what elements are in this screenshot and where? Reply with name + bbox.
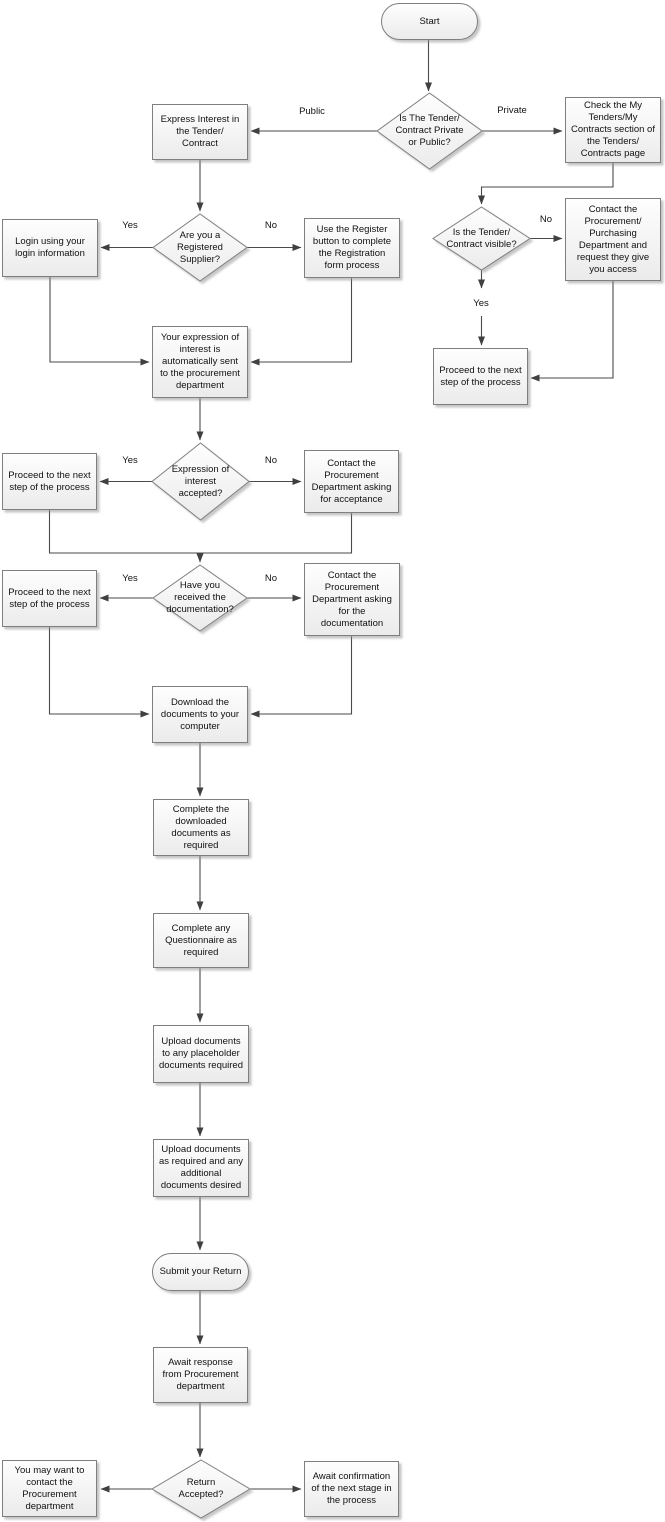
decision-shapes [151, 92, 531, 1519]
process-contact-for-acceptance: Contact the Procurement Department askin… [304, 450, 399, 513]
connector-contact-docs-to-download [250, 636, 353, 718]
process-contact-for-documentation: Contact the Procurement Department askin… [304, 563, 400, 636]
process-proceed-next-step-1: Proceed to the next step of the process [2, 453, 97, 510]
edge-label-registered-yes: Yes [122, 220, 138, 231]
process-login: Login using your login information [2, 219, 98, 277]
connector-check-to-visible-decision [478, 163, 614, 205]
process-proceed-next-step-right: Proceed to the next step of the process [433, 348, 528, 405]
decision-received-documentation-shape [152, 564, 248, 632]
edge-label-visible-no: No [539, 214, 553, 225]
process-check-my-tenders: Check the My Tenders/My Contracts sectio… [565, 97, 661, 163]
connector-proceed2-to-download [48, 627, 150, 718]
edge-label-visible-yes: Yes [473, 298, 489, 309]
connector-contact-purchasing-to-proceed [530, 281, 614, 382]
process-use-register-button: Use the Register button to complete the … [304, 218, 400, 278]
edge-label-public: Public [299, 106, 325, 117]
start-terminator: Start [381, 3, 478, 40]
decision-expression-accepted-shape [151, 442, 250, 521]
process-complete-downloaded: Complete the downloaded documents as req… [153, 799, 249, 856]
process-upload-additional: Upload documents as required and any add… [153, 1139, 249, 1197]
process-await-response: Await response from Procurement departme… [153, 1347, 248, 1403]
edge-label-accepted-yes: Yes [122, 455, 138, 466]
process-expression-sent: Your expression of interest is automatic… [152, 326, 248, 398]
process-contact-purchasing-access: Contact the Procurement/ Purchasing Depa… [565, 198, 661, 281]
decision-contract-visible-shape [432, 206, 531, 271]
edge-label-documentation-yes: Yes [122, 573, 138, 584]
process-await-confirmation: Await confirmation of the next stage in … [304, 1461, 399, 1517]
connector-login-to-expression-sent [49, 277, 150, 366]
edge-label-private: Private [497, 105, 527, 116]
connectors [48, 40, 614, 1493]
edge-label-documentation-no: No [264, 573, 278, 584]
decision-registered-supplier-shape [152, 213, 248, 282]
submit-return-terminator: Submit your Return [152, 1253, 249, 1291]
connector-register-to-expression-sent [250, 278, 353, 366]
process-download-documents: Download the documents to your computer [152, 686, 248, 743]
process-contact-procurement-final: You may want to contact the Procurement … [2, 1460, 97, 1517]
edge-label-accepted-no: No [264, 455, 278, 466]
edge-label-registered-no: No [264, 220, 278, 231]
process-proceed-next-step-2: Proceed to the next step of the process [2, 570, 97, 627]
process-complete-questionnaire: Complete any Questionnaire as required [153, 913, 249, 968]
decision-return-accepted-shape [151, 1459, 251, 1519]
decision-private-or-public-shape [376, 92, 483, 170]
process-upload-placeholder: Upload documents to any placeholder docu… [153, 1025, 249, 1083]
process-express-interest: Express Interest in the Tender/ Contract [152, 104, 248, 160]
